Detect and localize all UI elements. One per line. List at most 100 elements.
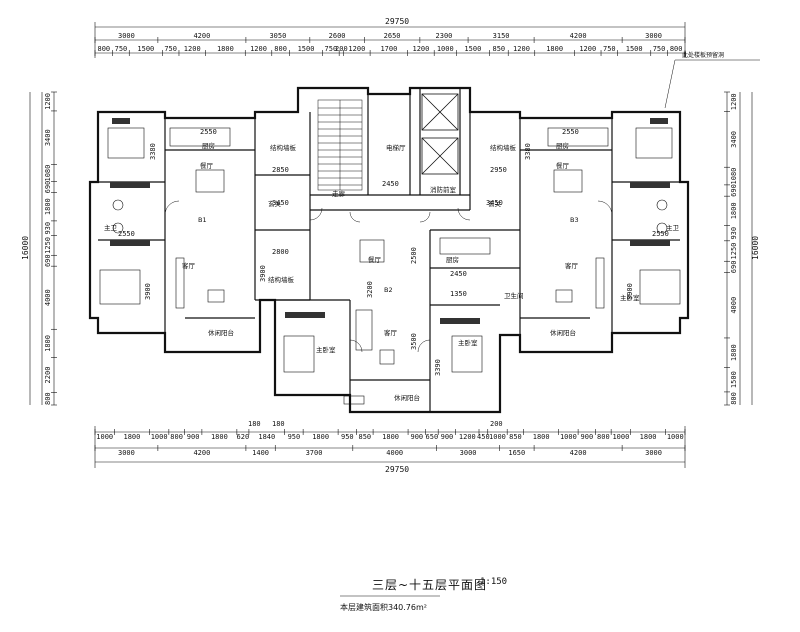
left-dim-7: 690 bbox=[44, 254, 52, 267]
right-dim-11: 800 bbox=[730, 392, 738, 405]
left-dim-9: 1800 bbox=[44, 335, 52, 352]
left-dim-8: 4000 bbox=[44, 289, 52, 306]
room-left-bath: 主卫 bbox=[104, 223, 118, 232]
bottom-dim-major-0: 3000 bbox=[118, 449, 135, 457]
room-left-unit: B1 bbox=[198, 216, 207, 224]
svg-text:1350: 1350 bbox=[450, 290, 467, 298]
bottom-dim-minor-6: 620 bbox=[237, 433, 250, 441]
svg-text:3390: 3390 bbox=[434, 359, 442, 376]
left-dim-2: 1080 bbox=[44, 165, 52, 182]
bottom-dim-minor-3: 800 bbox=[170, 433, 183, 441]
svg-text:3450: 3450 bbox=[486, 199, 503, 207]
right-dim-0: 1200 bbox=[730, 93, 738, 110]
room-right-foyer: 玄关 bbox=[488, 199, 502, 208]
svg-text:3200: 3200 bbox=[366, 281, 374, 298]
callout-note: 此处楼板预留洞 bbox=[682, 51, 724, 59]
svg-text:2550: 2550 bbox=[118, 230, 135, 238]
svg-text:2800: 2800 bbox=[272, 248, 289, 256]
room-right-balcony: 休闲阳台 bbox=[550, 328, 576, 337]
svg-text:2550: 2550 bbox=[652, 230, 669, 238]
svg-text:3900: 3900 bbox=[259, 265, 267, 282]
bottom-dim-minor-14: 650 bbox=[426, 433, 439, 441]
left-dim-0: 1200 bbox=[44, 93, 52, 110]
bottom-total-dim: 29750 bbox=[385, 465, 409, 474]
bottom-dim-major-7: 4200 bbox=[570, 449, 587, 457]
svg-text:3500: 3500 bbox=[410, 333, 418, 350]
right-total-dim: 16000 bbox=[751, 236, 760, 260]
room-left-shaft: 结构墙板 bbox=[270, 143, 297, 152]
room-center-living: 客厅 bbox=[384, 328, 398, 337]
svg-text:3900: 3900 bbox=[626, 283, 634, 300]
right-dim-2: 1080 bbox=[730, 168, 738, 185]
room-left-living: 客厅 bbox=[182, 261, 196, 270]
drawing-scale: 1:150 bbox=[480, 577, 508, 587]
bottom-dim-minor-7: 1840 bbox=[258, 433, 275, 441]
bottom-dim-minor-18: 1000 bbox=[489, 433, 506, 441]
door-swings bbox=[164, 200, 613, 353]
room-left-kitchen: 厨房 bbox=[202, 141, 215, 150]
bottom-dim-minor-22: 900 bbox=[581, 433, 594, 441]
svg-text:2950: 2950 bbox=[490, 166, 507, 174]
bottom-dim-minor-15: 900 bbox=[441, 433, 454, 441]
top-dim-major-7: 4200 bbox=[570, 32, 587, 40]
right-dim-6: 1250 bbox=[730, 243, 738, 260]
svg-text:2500: 2500 bbox=[410, 247, 418, 264]
top-dim-minor-3: 750 bbox=[164, 45, 177, 53]
top-total-dim: 29750 bbox=[385, 17, 409, 26]
bottom-dim-major-3: 3700 bbox=[306, 449, 323, 457]
top-dim-minor-10: 200 bbox=[335, 45, 348, 53]
top-dim-minor-15: 1500 bbox=[464, 45, 481, 53]
elevator-shafts bbox=[421, 93, 459, 175]
room-center-wc: 卫生间 bbox=[504, 291, 524, 300]
bottom-misc-dim-2: 180 bbox=[272, 420, 285, 428]
right-dim-9: 1800 bbox=[730, 344, 738, 361]
svg-text:3380: 3380 bbox=[149, 143, 157, 160]
stair bbox=[317, 99, 363, 191]
wet-area-hatching bbox=[110, 118, 670, 324]
top-dim-minor-8: 1500 bbox=[298, 45, 315, 53]
room-center-balcony: 休闲阳台 bbox=[394, 393, 420, 402]
bottom-dim-major-5: 3000 bbox=[460, 449, 477, 457]
bottom-dim-minor-5: 1800 bbox=[211, 433, 228, 441]
top-dim-minor-7: 800 bbox=[274, 45, 287, 53]
top-dim-minor-14: 1000 bbox=[437, 45, 454, 53]
room-left-balcony: 休闲阳台 bbox=[208, 328, 234, 337]
room-right-unit: B3 bbox=[570, 216, 579, 224]
top-dim-minor-16: 850 bbox=[493, 45, 506, 53]
left-dim-10: 2200 bbox=[44, 367, 52, 384]
right-dim-1: 3400 bbox=[730, 131, 738, 148]
room-left-foyer: 玄关 bbox=[268, 199, 282, 208]
bottom-dim-minor-9: 1800 bbox=[312, 433, 329, 441]
bottom-dim-major-1: 4200 bbox=[193, 449, 210, 457]
room-right-fire: 消防前室 bbox=[430, 185, 457, 194]
bottom-dim-minor-23: 800 bbox=[597, 433, 610, 441]
top-dim-major-4: 2650 bbox=[384, 32, 401, 40]
top-dim-minor-22: 750 bbox=[653, 45, 666, 53]
left-dim-3: 690 bbox=[44, 181, 52, 194]
bottom-dim-minor-4: 900 bbox=[187, 433, 200, 441]
top-dim-minor-19: 1200 bbox=[579, 45, 596, 53]
room-right-bath: 主卫 bbox=[666, 223, 680, 232]
top-dim-major-5: 2300 bbox=[436, 32, 453, 40]
right-dim-7: 690 bbox=[730, 261, 738, 274]
room-right-shaft: 结构墙板 bbox=[490, 143, 517, 152]
bottom-dim-minor-1: 1800 bbox=[123, 433, 140, 441]
right-dim-5: 930 bbox=[730, 227, 738, 240]
bottom-dim-major-8: 3000 bbox=[645, 449, 662, 457]
bottom-dim-minor-20: 1800 bbox=[533, 433, 550, 441]
side-dimension-chains bbox=[29, 92, 753, 405]
bottom-dim-minor-24: 1000 bbox=[612, 433, 629, 441]
bottom-dim-minor-25: 1800 bbox=[640, 433, 657, 441]
room-left-dining: 餐厅 bbox=[200, 161, 214, 170]
left-dim-5: 930 bbox=[44, 222, 52, 235]
bottom-dim-minor-2: 1000 bbox=[151, 433, 168, 441]
room-center-dining: 餐厅 bbox=[368, 255, 382, 264]
room-right-kitchen: 厨房 bbox=[556, 141, 569, 150]
left-dim-11: 800 bbox=[44, 392, 52, 405]
room-center-bed: 主卧室 bbox=[316, 345, 336, 354]
right-dim-10: 1500 bbox=[730, 371, 738, 388]
room-right-dining: 餐厅 bbox=[556, 161, 570, 170]
top-dim-major-6: 3150 bbox=[493, 32, 510, 40]
top-dim-minor-20: 750 bbox=[603, 45, 616, 53]
top-dim-minor-11: 1200 bbox=[348, 45, 365, 53]
